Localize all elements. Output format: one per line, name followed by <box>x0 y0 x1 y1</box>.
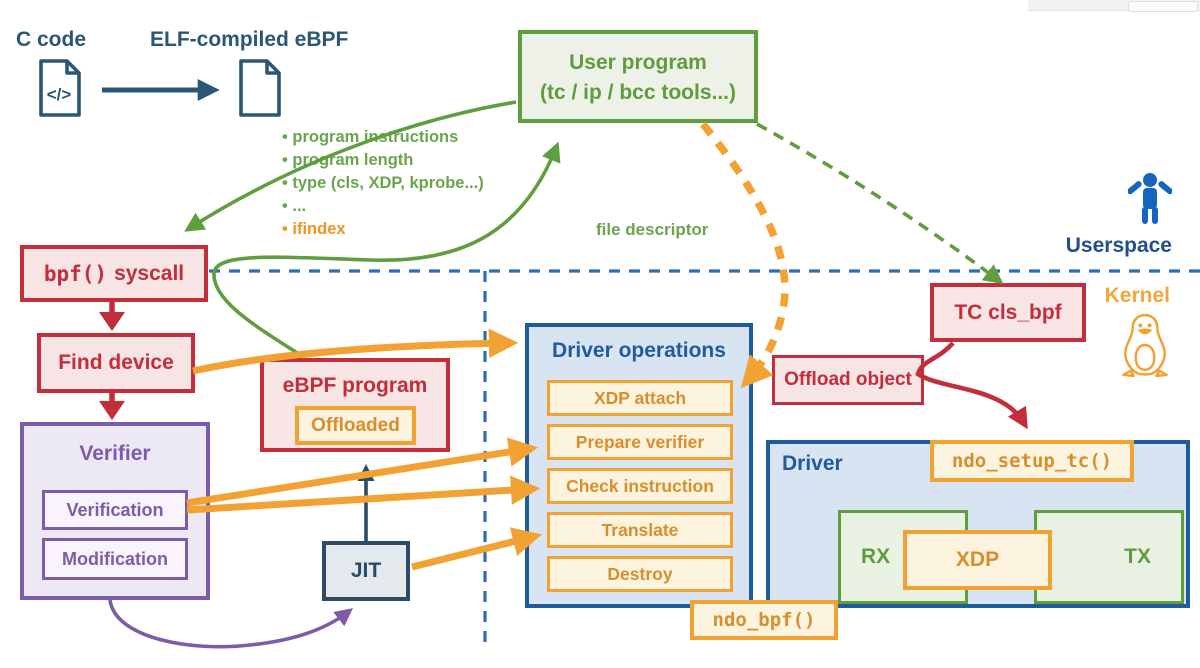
op-label: Prepare verifier <box>575 431 705 452</box>
offload-object-box: Offload object <box>772 355 924 405</box>
offload-object-label: Offload object <box>784 369 912 390</box>
arrow-verifier-to-jit <box>108 599 353 649</box>
arrow-tc-to-offload-to-ndo-setup-tc <box>915 341 1028 430</box>
user-program-subtitle: (tc / ip / bcc tools...) <box>539 81 736 105</box>
arrowhead-find-device-to-verifier <box>99 401 125 420</box>
xdp-box: XDP <box>903 530 1052 590</box>
list-item: program length <box>282 149 562 172</box>
driver-label: Driver <box>782 452 843 475</box>
verification-label: Verification <box>66 499 164 520</box>
c-code-label: C code <box>16 28 87 51</box>
modification-box: Modification <box>42 538 188 580</box>
xdp-label: XDP <box>955 548 1000 571</box>
ndo-setup-tc-label: ndo_setup_tc() <box>951 450 1113 472</box>
elf-file-icon <box>239 59 281 117</box>
arrow-verification-to-check-instruction <box>186 475 541 514</box>
op-prepare-verifier: Prepare verifier <box>547 424 733 460</box>
tx-box: TX <box>1034 510 1184 604</box>
user-program-box: User program (tc / ip / bcc tools...) <box>518 30 758 123</box>
list-item-ifindex: ifindex <box>282 218 562 241</box>
list-item: ... <box>282 195 562 218</box>
modification-label: Modification <box>62 548 168 569</box>
arrow-jit-to-translate <box>411 527 542 571</box>
user-person-icon <box>1128 173 1172 224</box>
arrowhead-bpf-to-find-device <box>99 312 125 331</box>
tc-cls-bpf-label: TC cls_bpf <box>954 300 1062 324</box>
ndo-bpf-label: ndo_bpf() <box>712 609 816 631</box>
arrow-user-program-to-tc <box>756 122 1004 285</box>
op-label: Translate <box>601 519 679 540</box>
find-device-label: Find device <box>58 351 174 374</box>
bpf-syscall-box: bpf() syscall <box>20 245 208 302</box>
elf-compiled-label: ELF-compiled eBPF <box>150 28 349 51</box>
file-descriptor-label: file descriptor <box>596 220 709 239</box>
jit-box: JIT <box>322 541 410 601</box>
ndo-bpf-box: ndo_bpf() <box>690 600 838 640</box>
op-destroy: Destroy <box>547 556 733 592</box>
browser-chrome-remnant-button <box>1128 1 1198 12</box>
arrow-verification-to-prepare-verifier <box>186 437 539 507</box>
verification-box: Verification <box>42 490 188 530</box>
code-glyph: </> <box>47 85 72 104</box>
op-xdp-attach: XDP attach <box>547 380 733 416</box>
bpf-syscall-mono: bpf() <box>43 261 108 286</box>
offloaded-badge: Offloaded <box>295 406 416 445</box>
userspace-label: Userspace <box>1065 234 1172 257</box>
c-code-file-icon: </> <box>39 59 81 117</box>
verifier-title: Verifier <box>79 442 151 465</box>
syscall-args-list: program instructions program length type… <box>282 126 562 241</box>
user-program-title: User program <box>569 51 707 74</box>
jit-label: JIT <box>350 559 382 582</box>
tc-cls-bpf-box: TC cls_bpf <box>930 283 1086 342</box>
browser-chrome-remnant <box>1028 0 1200 11</box>
op-label: XDP attach <box>593 387 687 408</box>
find-device-box: Find device <box>37 333 195 393</box>
rx-label: RX <box>861 545 891 568</box>
bpf-syscall-rest: syscall <box>114 261 185 285</box>
tux-penguin-icon <box>1122 313 1168 378</box>
tx-label: TX <box>1124 545 1151 568</box>
list-item: program instructions <box>282 126 562 149</box>
op-label: Destroy <box>607 563 673 584</box>
op-check-instruction: Check instruction <box>547 468 733 504</box>
ebpf-program-title: eBPF program <box>282 374 428 397</box>
op-translate: Translate <box>547 512 733 548</box>
driver-operations-title: Driver operations <box>552 339 726 362</box>
kernel-label: Kernel <box>1104 284 1170 307</box>
ndo-setup-tc-box: ndo_setup_tc() <box>930 440 1134 482</box>
op-label: Check instruction <box>566 475 714 496</box>
offloaded-label: Offloaded <box>311 414 400 436</box>
list-item: type (cls, XDP, kprobe...) <box>282 172 562 195</box>
